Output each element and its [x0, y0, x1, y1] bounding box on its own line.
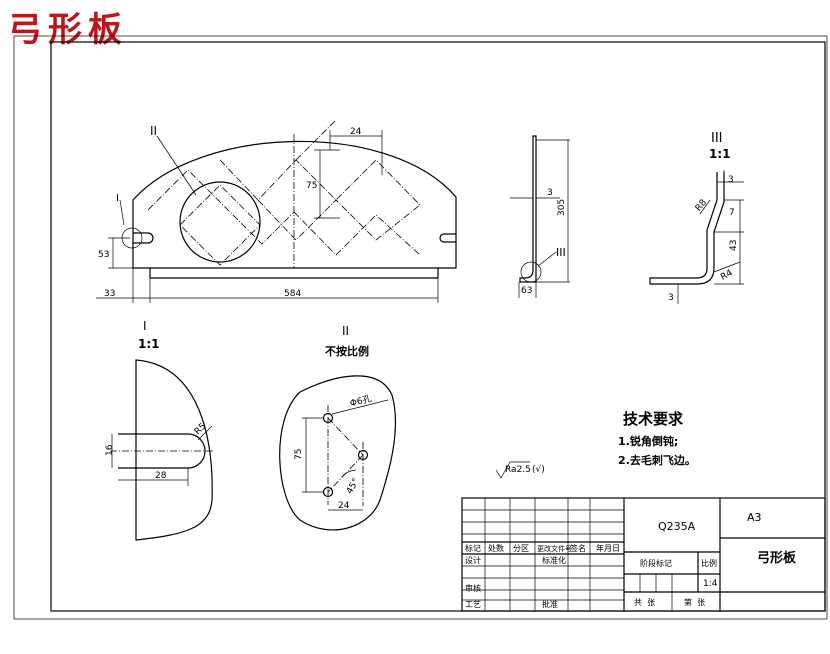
- main-view-label-ii: II: [150, 124, 157, 138]
- tb-sheet-size: A3: [747, 511, 762, 524]
- roughness-value: Ra2.5: [505, 465, 531, 475]
- side-view: 3 305 63 III: [510, 135, 570, 298]
- detail-iii-label: III: [711, 131, 723, 146]
- tech-req-heading: 技术要求: [623, 410, 684, 428]
- dim-33-main: 33: [104, 289, 115, 299]
- detail-iii: III 1:1 3 R8 7 43 R4 3: [649, 131, 744, 304]
- detail-ii-dim-24: 24: [338, 501, 350, 511]
- tb-material: Q235A: [658, 520, 696, 533]
- detail-ii: II 不按比例 Φ6孔 75 45° 24: [279, 324, 397, 531]
- detail-iii-dim-3-top: 3: [728, 175, 734, 185]
- detail-i-outline: [135, 359, 213, 541]
- detail-i-dim-28: 28: [155, 471, 167, 481]
- arch-plate-outline: [132, 140, 457, 269]
- side-profile: [519, 135, 537, 283]
- dim-53-main: 53: [98, 250, 109, 260]
- tech-req-item-2: 2.去毛刺飞边。: [618, 453, 696, 467]
- tb-standardization: 标准化: [542, 555, 566, 565]
- detail-ii-note: 不按比例: [325, 344, 369, 358]
- dim-305-side: 305: [557, 199, 567, 216]
- dim-584-main: 584: [284, 289, 301, 299]
- detail-i-dim-16: 16: [105, 444, 115, 456]
- document-title: 弓形板: [8, 10, 128, 50]
- tb-row-process: 工艺: [465, 600, 481, 609]
- tb-row-review: 审核: [465, 583, 481, 593]
- detail-ii-dim-75: 75: [294, 449, 304, 460]
- tb-header-date: 年月日: [596, 543, 620, 553]
- detail-iii-dim-r8: R8: [694, 198, 710, 214]
- detail-iii-dim-3-bottom: 3: [668, 293, 674, 303]
- detail-i-dim-r5: R5: [193, 422, 209, 438]
- tb-header-mark: 标记: [465, 543, 481, 553]
- detail-iii-dim-r4: R4: [719, 268, 735, 283]
- main-view: II I 24 75 53 33 584: [96, 119, 457, 303]
- left-slot: [133, 232, 154, 244]
- tb-sheet-no: 第 张: [684, 597, 705, 607]
- detail-i-label: I: [143, 319, 147, 333]
- roughness-symbol: Ra2.5 (√): [495, 461, 545, 479]
- side-detail-label: III: [556, 246, 566, 259]
- tb-row-design: 设计: [465, 555, 481, 565]
- main-view-label-i: I: [116, 193, 119, 204]
- outer-border: [13, 35, 828, 620]
- tb-header-sign: 签名: [570, 543, 586, 553]
- detail-ii-label: II: [342, 324, 349, 338]
- inner-frame: [50, 41, 826, 612]
- tb-part-name: 弓形板: [757, 550, 797, 566]
- detail-iii-profile: [649, 172, 725, 285]
- detail-i-slot: [118, 433, 206, 469]
- technical-requirements: 技术要求 1.锐角倒钝; 2.去毛刺飞边。: [618, 410, 696, 467]
- tb-scale-label: 比例: [701, 558, 717, 568]
- dim-24-main: 24: [350, 127, 362, 137]
- detail-iii-dim-43: 43: [729, 240, 739, 251]
- circle-cutout: [179, 181, 261, 263]
- detail-iii-dim-7: 7: [729, 208, 735, 218]
- detail-ii-outline: [279, 375, 397, 531]
- roughness-suffix: (√): [532, 464, 545, 475]
- detail-iii-scale: 1:1: [709, 147, 731, 161]
- tb-sheets-total: 共 张: [634, 598, 655, 607]
- right-slot: [439, 233, 456, 243]
- dim-3-side: 3: [547, 188, 553, 198]
- diamond-pattern: [147, 119, 421, 266]
- title-block: 标记 处数 分区 更改文件号 签名 年月日 设计 标准化 审核 工艺 批准 Q2…: [461, 497, 826, 612]
- tb-header-zone: 分区: [513, 544, 529, 553]
- tech-req-item-1: 1.锐角倒钝;: [618, 434, 678, 448]
- dim-63-side: 63: [521, 286, 532, 296]
- tb-scale-value: 1:4: [703, 579, 718, 589]
- tb-header-count: 处数: [488, 543, 504, 553]
- detail-ii-dim-45: 45°: [345, 477, 362, 496]
- tb-stage-mark: 阶段标记: [640, 558, 672, 568]
- detail-i-scale: 1:1: [138, 337, 160, 351]
- dim-75-main: 75: [306, 181, 317, 191]
- detail-i: I 1:1 16 R5 28: [105, 319, 214, 541]
- tb-header-change-doc: 更改文件号: [537, 544, 572, 553]
- detail-ii-dim-hole: Φ6孔: [349, 393, 373, 409]
- tb-approval: 批准: [542, 599, 558, 609]
